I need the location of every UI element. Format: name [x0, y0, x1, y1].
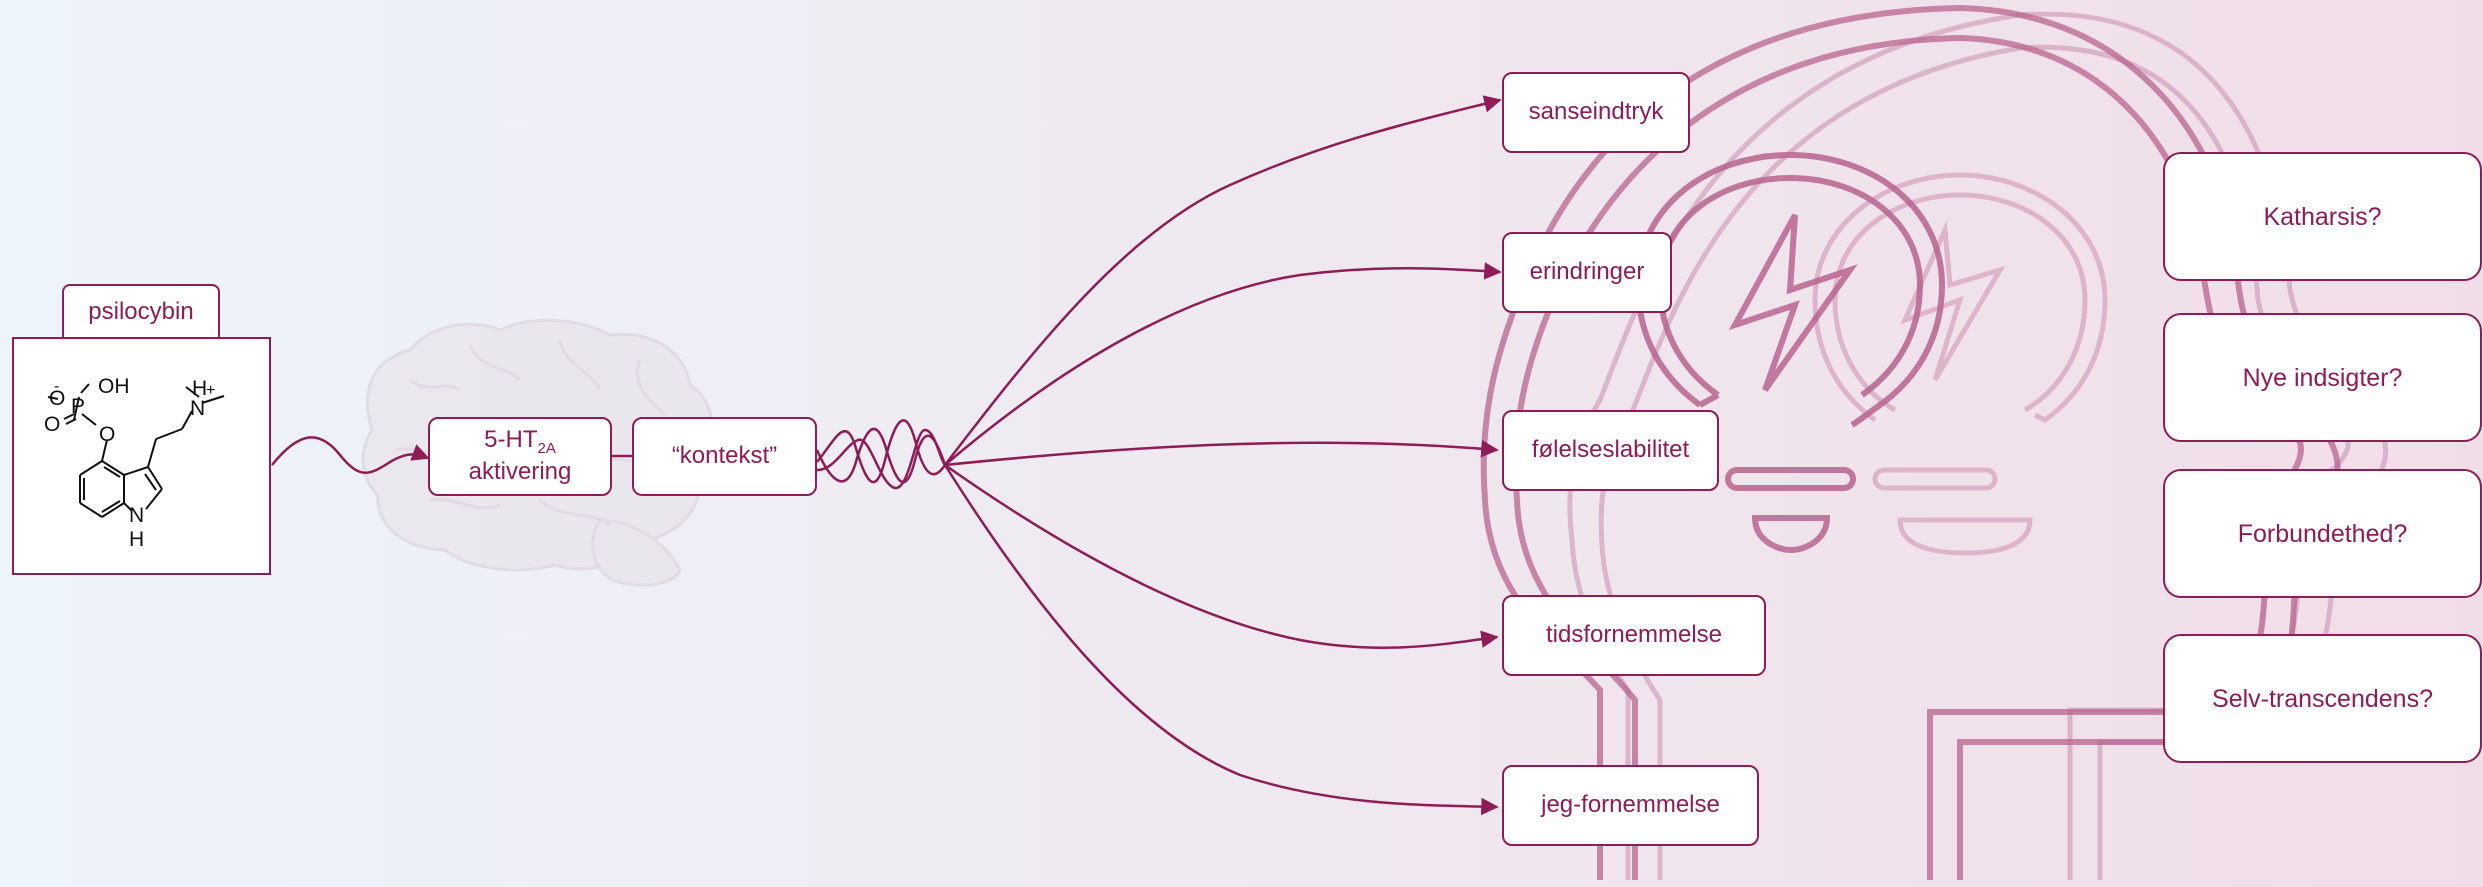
effect-box-tidsfornemmelse: tidsfornemmelse: [1502, 595, 1766, 676]
svg-text:P: P: [71, 395, 85, 418]
svg-text:N: N: [129, 504, 144, 527]
effect-box-sanseindtryk: sanseindtryk: [1502, 72, 1690, 153]
psilocybin-to-receptor-arrow: [271, 436, 430, 474]
arrow-to-sanseindtryk: [944, 95, 1502, 466]
svg-text:N: N: [190, 397, 205, 420]
svg-text:O: O: [49, 387, 65, 410]
outcome-box-selv-transcendens: Selv-transcendens?: [2163, 634, 2482, 763]
lightning-bolt-icon: [1900, 220, 2006, 382]
receptor-name: 5-HT: [484, 426, 538, 454]
effect-box-jeg-fornemmelse: jeg-fornemmelse: [1502, 765, 1759, 846]
receptor-subtype: 2A: [537, 440, 556, 457]
svg-text:+: +: [206, 382, 215, 399]
lightbulb-icon: [1812, 172, 2108, 556]
arrow-to-jeg-fornemmelse: [943, 464, 1499, 816]
outcome-box-nye-indsigter: Nye indsigter?: [2163, 313, 2482, 442]
arrow-to-erindringer: [944, 262, 1502, 466]
receptor-activation-box: 5-HT2A aktivering: [428, 417, 612, 496]
arrow-to-folelseslabilitet: [944, 439, 1499, 467]
context-interference-waves: [815, 419, 947, 490]
psilocybin-molecule: O - OH P O O N H + N H: [44, 375, 225, 551]
svg-text:O: O: [44, 413, 60, 436]
svg-text:-: -: [54, 378, 59, 395]
effect-arrows: [943, 95, 1502, 816]
psilocybin-label: psilocybin: [62, 284, 220, 338]
outcome-box-forbundethed: Forbundethed?: [2163, 469, 2482, 598]
outcome-box-katharsis: Katharsis?: [2163, 152, 2482, 281]
receptor-activation-label: aktivering: [468, 458, 572, 485]
context-box: “kontekst”: [632, 417, 817, 496]
svg-text:O: O: [99, 423, 115, 446]
lightning-bolt-icon: [1728, 213, 1858, 392]
effect-box-erindringer: erindringer: [1502, 232, 1672, 313]
svg-text:H: H: [129, 528, 144, 551]
svg-text:H: H: [192, 377, 207, 400]
psilocybin-structure-panel: O - OH P O O N H + N H: [12, 337, 271, 575]
effect-box-folelseslabilitet: følelseslabilitet: [1502, 410, 1719, 491]
svg-text:OH: OH: [98, 375, 130, 398]
arrow-to-tidsfornemmelse: [944, 463, 1499, 649]
